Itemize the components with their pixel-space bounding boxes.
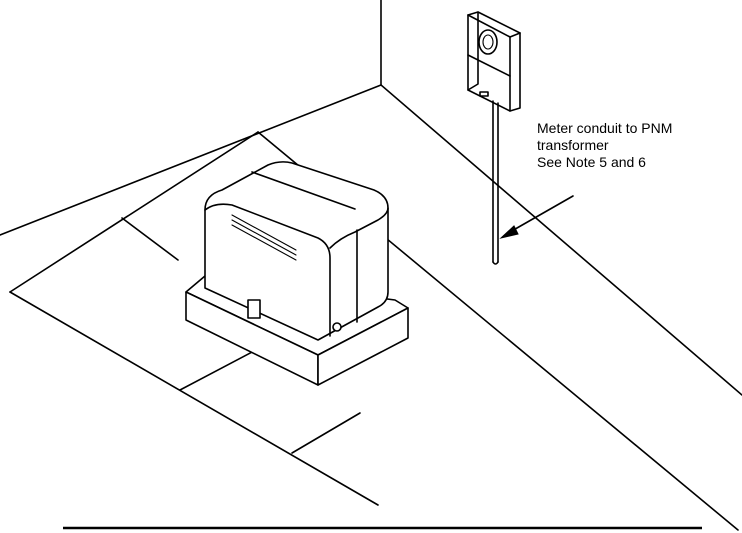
- meter-box: [467, 11, 521, 112]
- slab-back-edge: [9, 131, 259, 293]
- meter-box-body: [467, 11, 521, 112]
- slab-front-edge: [9, 291, 379, 506]
- pad-side-face: [317, 307, 409, 386]
- transformer-cabinet: [204, 161, 389, 341]
- annotation-line-3: See Note 5 and 6: [537, 154, 646, 170]
- cabinet-top-seam: [251, 171, 356, 210]
- vent-line-3: [231, 224, 297, 261]
- vent-line-2: [231, 219, 297, 256]
- annotation-line-1: Meter conduit to PNM: [537, 120, 673, 136]
- cabinet-front-top-edge: [204, 203, 331, 337]
- cabinet-body: [204, 161, 389, 341]
- annotation-line-2: transformer: [537, 137, 609, 153]
- conduit-annotation: Meter conduit to PNM transformer See Not…: [537, 120, 672, 171]
- wall-base-right: [380, 84, 742, 396]
- slab-inner-line: [121, 217, 179, 261]
- leader-arrowhead: [499, 225, 519, 239]
- meter-box-divider: [467, 54, 511, 77]
- cabinet-latch: [247, 299, 261, 319]
- meter-box-tab: [479, 91, 489, 97]
- vent-line-1: [231, 214, 297, 251]
- wall-base-left: [0, 84, 382, 236]
- wall-outline: [0, 0, 742, 396]
- cabinet-top-right-edge: [329, 207, 389, 249]
- cabinet-bolt: [332, 322, 342, 332]
- meter-box-top-edge: [467, 14, 521, 38]
- meter-conduit: [492, 100, 499, 265]
- meter-dial-outer: [478, 29, 498, 55]
- conduit-bottom: [492, 261, 499, 265]
- callout-leader: [499, 195, 574, 239]
- meter-box-edge-1: [467, 11, 479, 91]
- leader-line: [509, 195, 574, 233]
- meter-dial-inner: [482, 34, 494, 50]
- slab-divider-2: [291, 412, 361, 454]
